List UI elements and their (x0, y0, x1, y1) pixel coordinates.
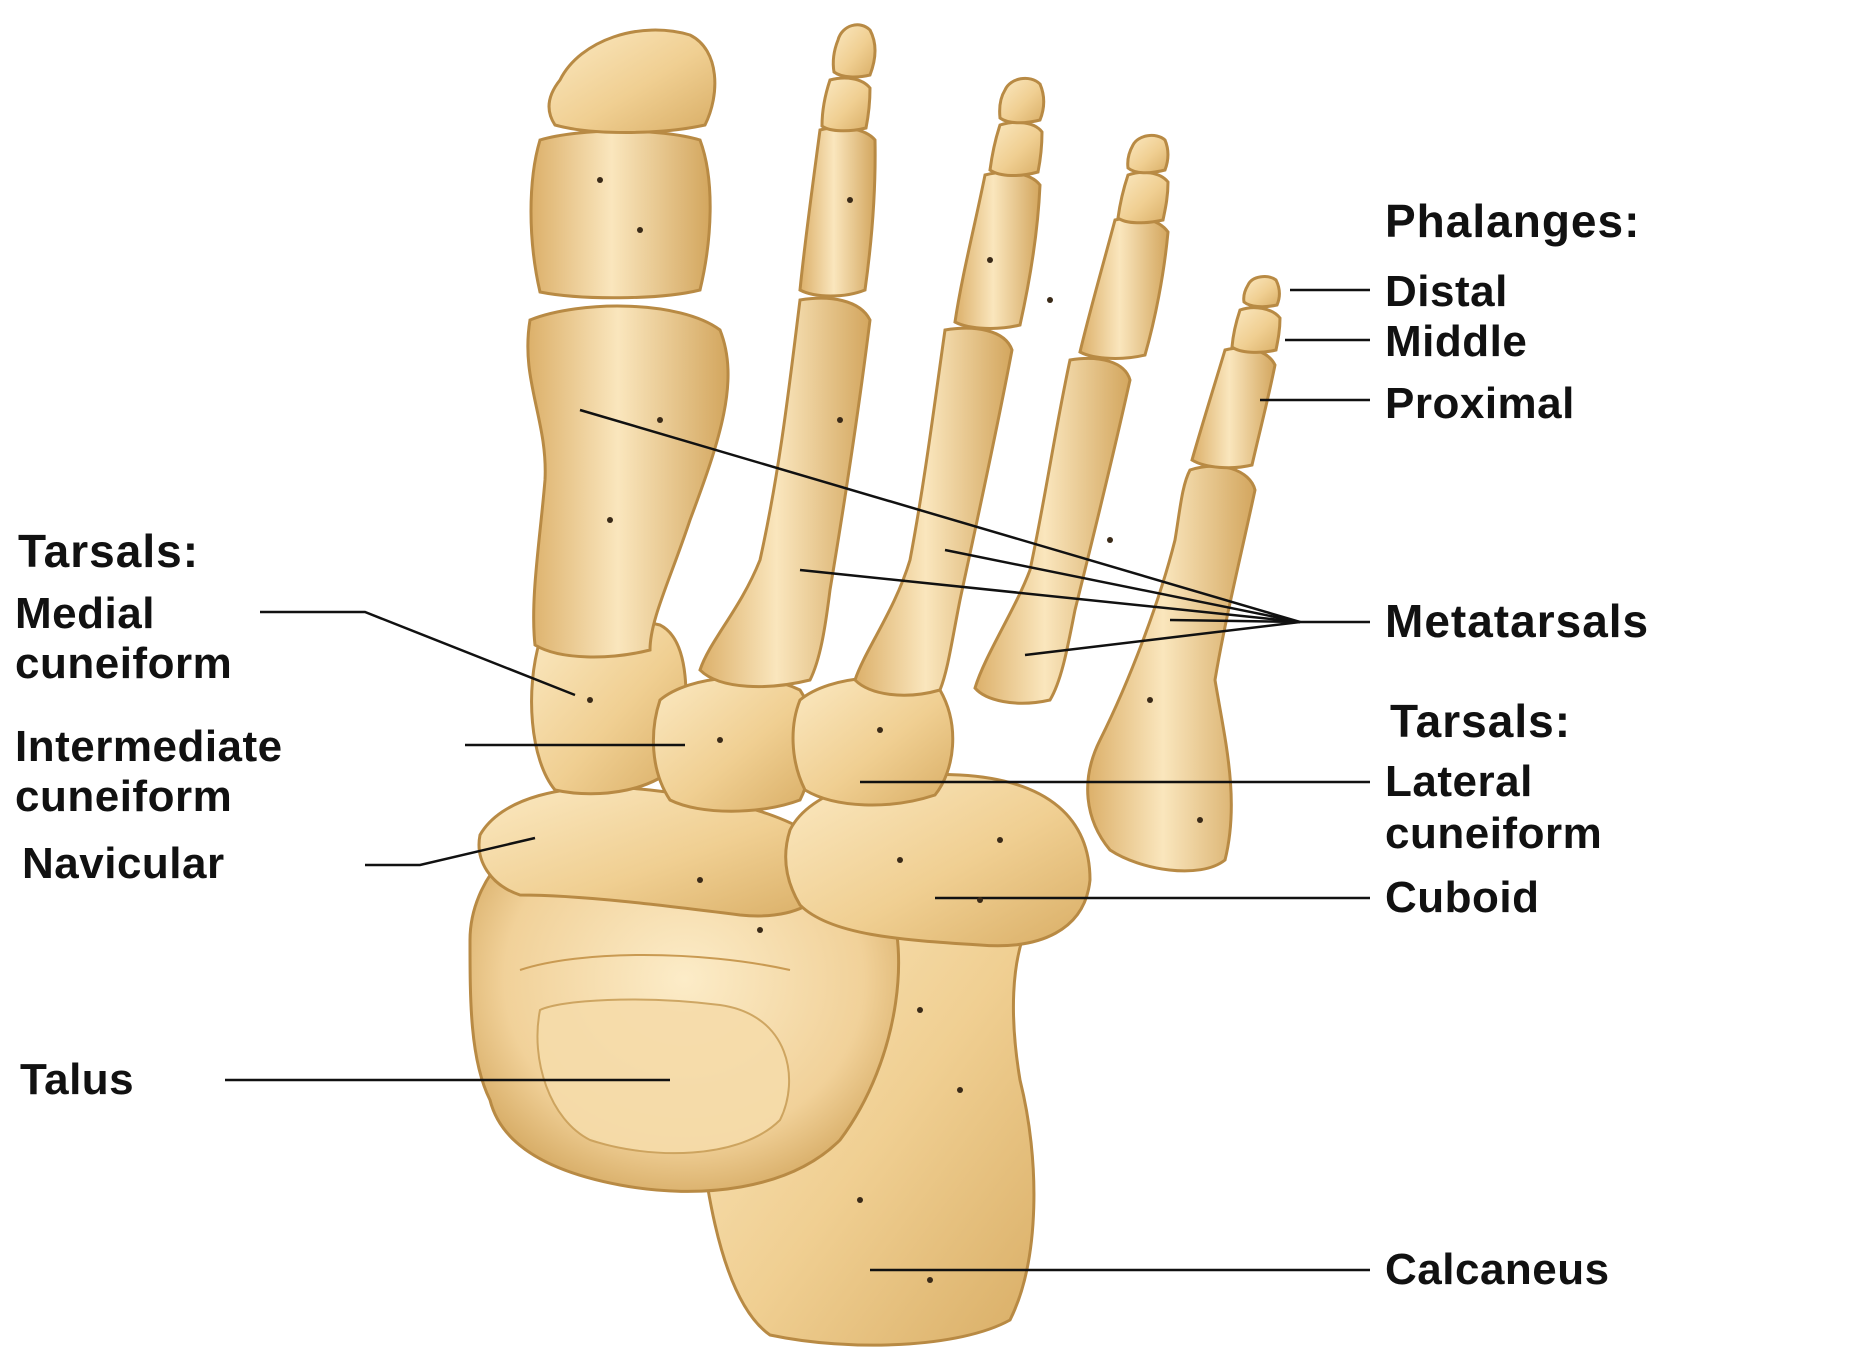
leader-line-metatarsal-3 (945, 550, 1300, 622)
tarsals-header-right: Tarsals: (1390, 698, 1571, 744)
proximal-phalanx-5 (1192, 348, 1275, 468)
proximal-phalanx-2 (800, 128, 875, 296)
phalanges-header: Phalanges: (1385, 198, 1640, 244)
bone-foramen-dot (997, 837, 1003, 843)
bone-foramen-dot (957, 1087, 963, 1093)
leader-line-medial-cuneiform (260, 612, 575, 695)
distal-phalanx-3 (1000, 78, 1044, 122)
bone-foramen-dot (587, 697, 593, 703)
bone-foramen-dot (877, 727, 883, 733)
bone-foramen-dot (1047, 297, 1053, 303)
calcaneus-label: Calcaneus (1385, 1248, 1610, 1292)
bone-foramen-dot (1147, 697, 1153, 703)
metatarsal-1 (528, 306, 728, 657)
bone-foramen-dot (657, 417, 663, 423)
tarsals-header-left: Tarsals: (18, 528, 199, 574)
bone-foramen-dot (987, 257, 993, 263)
bone-foramen-dot (917, 1007, 923, 1013)
bone-foramen-dot (977, 897, 983, 903)
bone-foramen-dot (597, 177, 603, 183)
metatarsal-3 (855, 328, 1012, 695)
lateral-cuneiform-label-line2: cuneiform (1385, 812, 1602, 856)
bone-foramen-dot (697, 877, 703, 883)
distal-phalanx-1 (549, 30, 715, 132)
talus-label: Talus (20, 1058, 134, 1102)
bone-foramen-dot (927, 1277, 933, 1283)
bone-foramen-dot (637, 227, 643, 233)
cuboid-label: Cuboid (1385, 876, 1540, 920)
bone-foramen-dot (1197, 817, 1203, 823)
proximal-phalanx-4 (1080, 218, 1168, 359)
middle-phalanx-5 (1232, 308, 1280, 353)
middle-label: Middle (1385, 320, 1527, 364)
intermediate-cuneiform-label-line2: cuneiform (15, 775, 232, 819)
distal-phalanx-5 (1244, 277, 1280, 307)
medial-cuneiform-label-line2: cuneiform (15, 642, 232, 686)
medial-cuneiform-label-line1: Medial (15, 592, 155, 636)
proximal-label: Proximal (1385, 382, 1575, 426)
bone-foramen-dot (607, 517, 613, 523)
middle-phalanx-2 (822, 78, 870, 131)
bone-foramen-dot (847, 197, 853, 203)
bone-foramen-dot (757, 927, 763, 933)
bone-foramen-dot (897, 857, 903, 863)
middle-phalanx-3 (990, 122, 1042, 175)
bone-foramen-dot (717, 737, 723, 743)
distal-label: Distal (1385, 270, 1508, 314)
bone-foramen-dot (857, 1197, 863, 1203)
bone-foramen-dot (837, 417, 843, 423)
lateral-cuneiform-bone (793, 678, 953, 805)
middle-phalanx-4 (1118, 172, 1168, 222)
proximal-phalanx-3 (955, 172, 1040, 328)
intermediate-cuneiform-label-line1: Intermediate (15, 725, 283, 769)
metatarsals-label: Metatarsals (1385, 598, 1649, 644)
metatarsal-5 (1088, 466, 1255, 871)
bone-foramen-dot (1107, 537, 1113, 543)
distal-phalanx-2 (833, 25, 875, 77)
distal-phalanx-4 (1128, 135, 1168, 172)
navicular-label: Navicular (22, 842, 225, 886)
lateral-cuneiform-label-line1: Lateral (1385, 760, 1533, 804)
proximal-phalanx-1 (531, 131, 710, 298)
